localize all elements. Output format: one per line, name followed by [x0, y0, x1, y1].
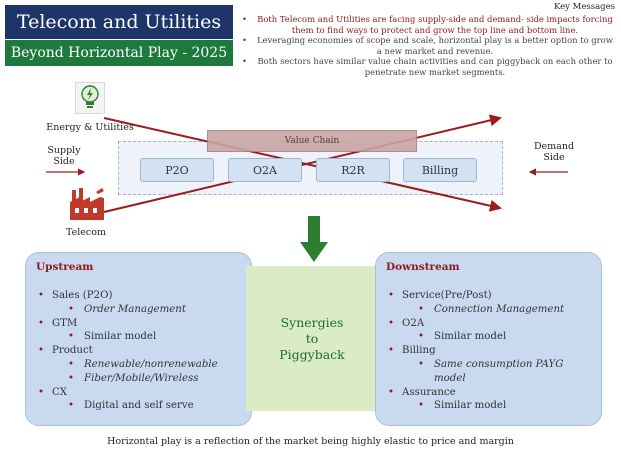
value-chain-item-o2a: O2A — [228, 158, 302, 182]
synergies-box: Synergies to Piggyback — [246, 266, 378, 411]
page-title: Telecom and Utilities — [16, 11, 222, 33]
page-subtitle: Beyond Horizontal Play - 2025 — [10, 45, 228, 61]
footer-note: Horizontal play is a reflection of the m… — [107, 436, 514, 447]
list-item: Similar model — [34, 330, 249, 344]
list-item: Sales (P2O) — [34, 289, 249, 303]
list-item: Order Management — [34, 303, 249, 317]
downstream-panel: Downstream Service(Pre/Post) Connection … — [375, 252, 602, 426]
key-messages-list: Both Telecom and Utilities are facing su… — [240, 14, 616, 78]
upstream-heading: Upstream — [36, 261, 94, 273]
list-item: Digital and self serve — [34, 399, 249, 413]
list-item: Renewable/nonrenewable — [34, 358, 249, 372]
key-message-item: Leveraging economies of scope and scale,… — [240, 35, 616, 56]
lightbulb-icon — [75, 82, 105, 114]
upstream-panel: Upstream Sales (P2O) Order Management GT… — [25, 252, 252, 426]
list-item: GTM — [34, 317, 249, 331]
list-item: Product — [34, 344, 249, 358]
down-arrow-icon — [300, 216, 328, 264]
value-chain-item-p2o: P2O — [140, 158, 214, 182]
synergies-line: Piggyback — [279, 346, 345, 362]
key-message-item: Both Telecom and Utilities are facing su… — [240, 14, 616, 35]
list-item: CX — [34, 386, 249, 400]
telecom-label: Telecom — [66, 227, 106, 238]
key-messages-heading: Key Messages — [553, 2, 615, 12]
list-item: Service(Pre/Post) — [384, 289, 596, 303]
subtitle-banner: Beyond Horizontal Play - 2025 — [5, 40, 233, 66]
title-banner: Telecom and Utilities — [5, 5, 233, 39]
list-item: Connection Management — [384, 303, 596, 317]
list-item: Assurance — [384, 386, 596, 400]
list-item: Fiber/Mobile/Wireless — [34, 372, 249, 386]
synergies-line: to — [305, 330, 319, 346]
telecom-to-demand-line — [103, 114, 502, 213]
energy-to-demand-line — [103, 117, 502, 212]
list-item: Billing — [384, 344, 596, 358]
upstream-list: Sales (P2O) Order Management GTM Similar… — [34, 289, 249, 413]
downstream-list: Service(Pre/Post) Connection Management … — [384, 289, 596, 413]
supply-side-label: Supply Side — [47, 145, 81, 167]
key-message-item: Both sectors have similar value chain ac… — [240, 56, 616, 77]
value-chain-item-billing: Billing — [403, 158, 477, 182]
list-item: Same consumption PAYG model — [384, 358, 596, 386]
value-chain-item-r2r: R2R — [316, 158, 390, 182]
synergies-line: Synergies — [280, 314, 344, 330]
list-item: O2A — [384, 317, 596, 331]
downstream-heading: Downstream — [386, 261, 460, 273]
list-item: Similar model — [384, 330, 596, 344]
factory-icon — [68, 186, 106, 220]
value-chain-label: Value Chain — [207, 130, 417, 152]
demand-side-label: Demand Side — [533, 141, 575, 163]
energy-utilities-label: Energy & Utilities — [46, 122, 134, 133]
list-item: Similar model — [384, 399, 596, 413]
